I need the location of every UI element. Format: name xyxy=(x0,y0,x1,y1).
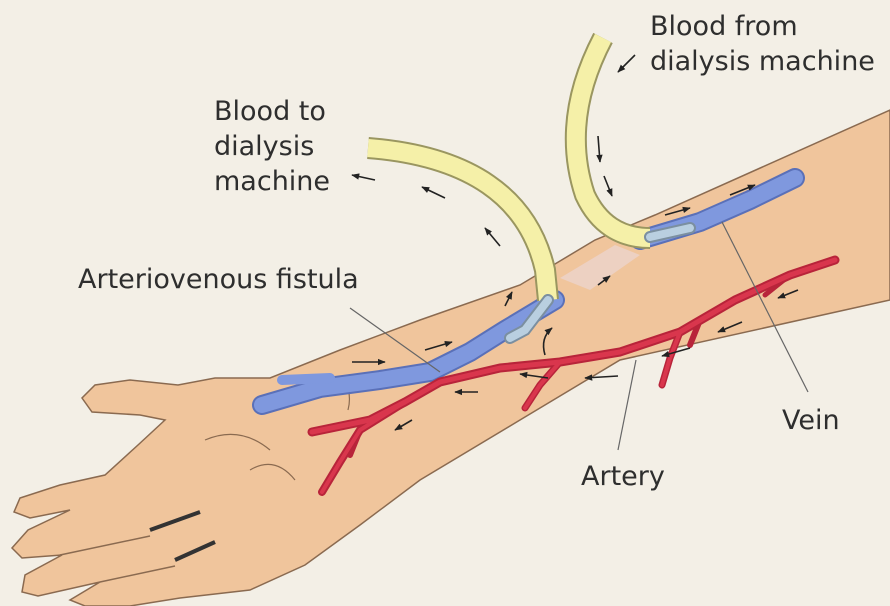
flow-arrow xyxy=(598,136,600,162)
label-blood-to-dialysis: Blood to dialysis machine xyxy=(214,94,330,199)
vein-branch xyxy=(282,378,330,380)
tube-from-machine-fill xyxy=(576,38,650,238)
flow-arrow xyxy=(618,55,635,72)
tube-to-machine-fill xyxy=(368,148,548,300)
flow-arrow xyxy=(485,228,500,246)
flow-arrow xyxy=(604,176,612,196)
label-artery: Artery xyxy=(581,459,665,494)
artery-leader xyxy=(618,360,636,450)
label-blood-from-dialysis: Blood from dialysis machine xyxy=(650,9,875,79)
label-arteriovenous-fistula: Arteriovenous fistula xyxy=(78,262,359,297)
flow-arrow xyxy=(352,175,375,180)
flow-arrow xyxy=(422,187,445,198)
label-vein: Vein xyxy=(782,403,840,438)
